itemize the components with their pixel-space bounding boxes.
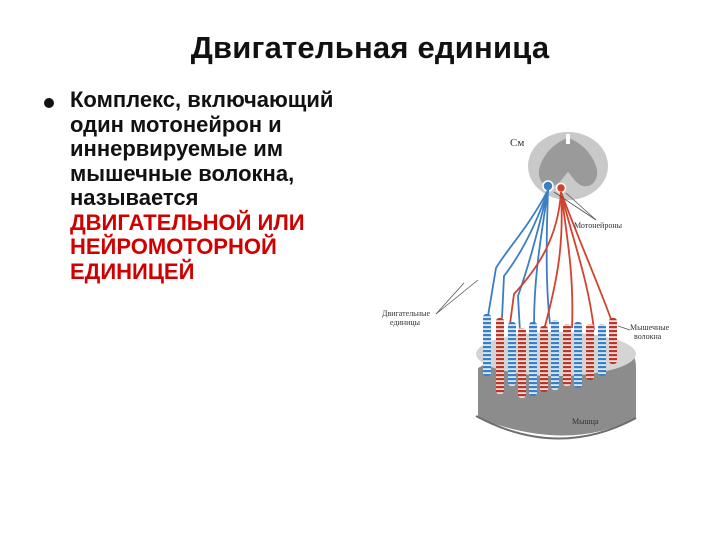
slide-title: Двигательная единица: [190, 30, 550, 65]
label-muscle: Мышца: [572, 417, 599, 426]
spinal-cord-section: [528, 132, 608, 200]
motor-unit-diagram: См Мотонейроны Двигательные единицы Мыше…: [382, 132, 670, 440]
bullet-dot: [44, 98, 54, 108]
label-leader-lines: [435, 191, 631, 331]
label-motor-units-line1: Двигательные: [382, 309, 430, 318]
bullet-item: Комплекс, включающий один мотонейрон и и…: [44, 87, 344, 284]
axons-blue-unit: [487, 189, 551, 333]
label-motoneurons: Мотонейроны: [574, 221, 623, 230]
axons-red-unit: [509, 191, 613, 331]
motor-unit-illustration: См Мотонейроны Двигательные единицы Мыше…: [368, 118, 688, 473]
label-motor-units-line2: единицы: [390, 318, 421, 327]
label-muscle-fibers-line2: волокна: [634, 332, 662, 341]
bullet-lead-text: Комплекс, включающий один мотонейрон и и…: [70, 87, 334, 210]
bullet-text: Комплекс, включающий один мотонейрон и и…: [70, 87, 344, 284]
label-muscle-fibers-line1: Мышечные: [630, 323, 670, 332]
bullet-highlight-term: ДВИГАТЕЛЬНОЙ ИЛИ НЕЙРОМОТОРНОЙ ЕДИНИЦЕЙ: [70, 209, 305, 284]
label-spinal-cord: См: [510, 137, 524, 149]
muscle-fibers: [483, 314, 617, 398]
